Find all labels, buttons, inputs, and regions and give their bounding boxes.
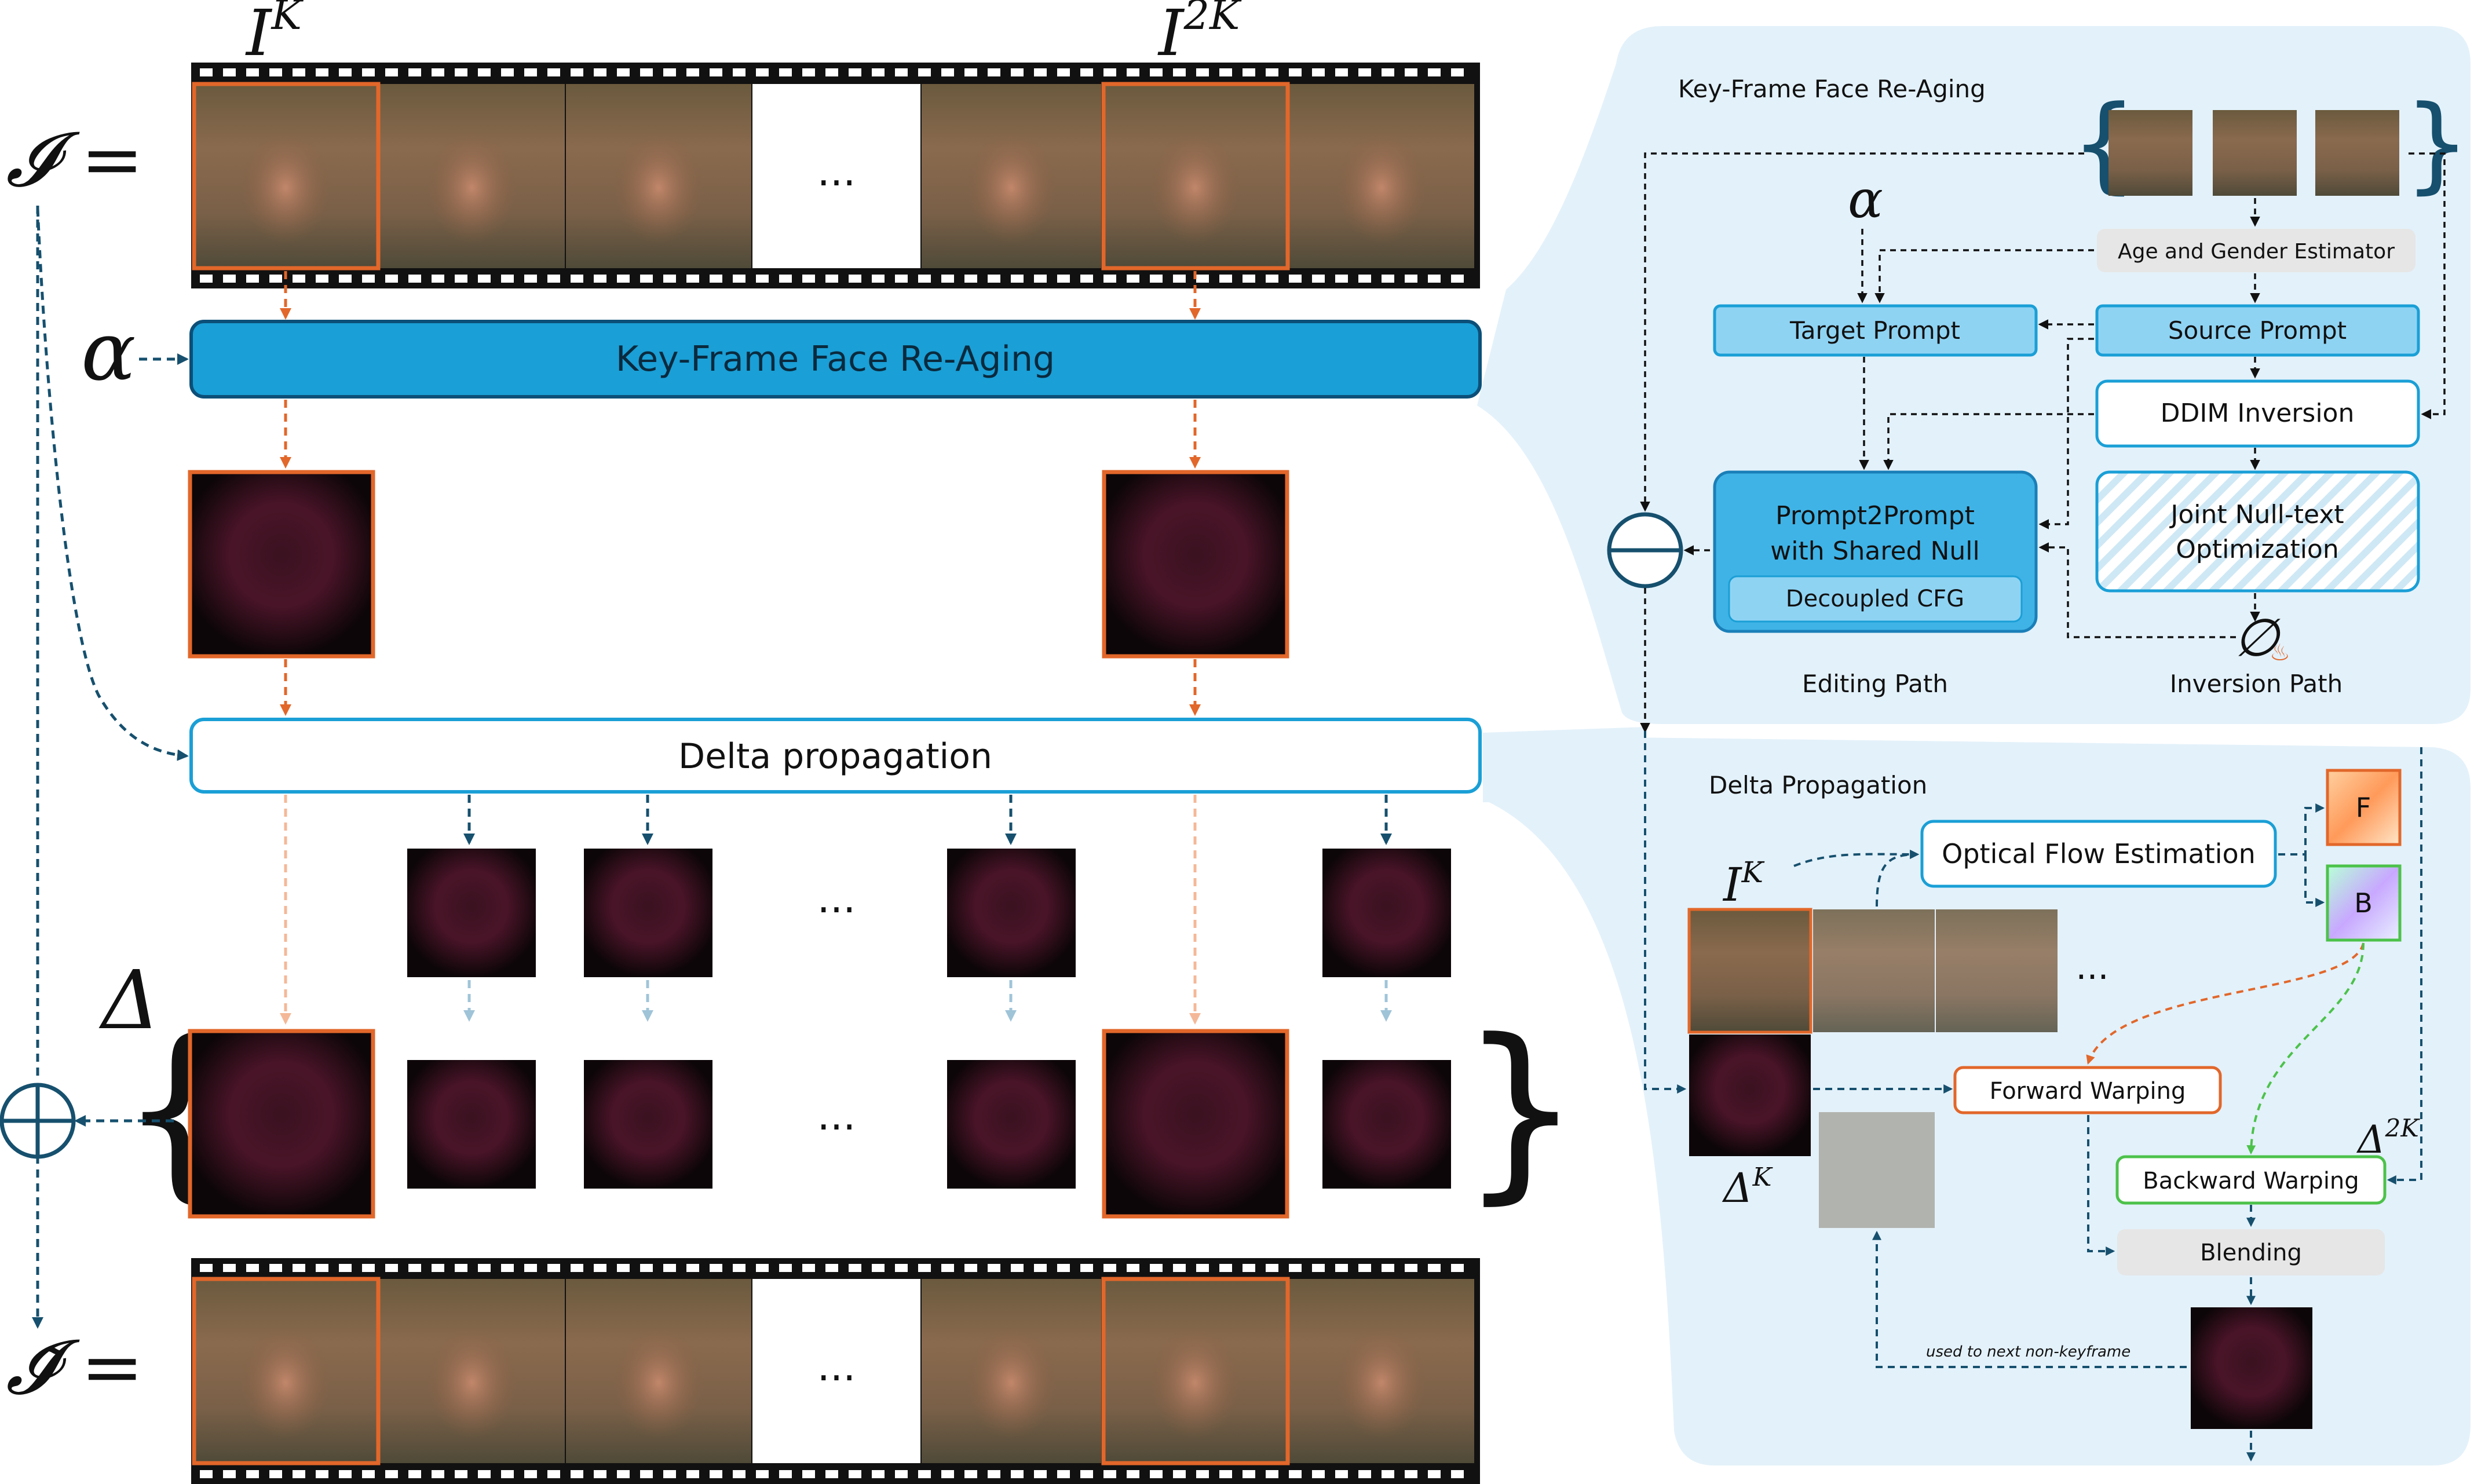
- keyframe-delta: [1102, 470, 1289, 659]
- age-gender-estimator: [2097, 229, 2415, 272]
- dp-panel-title: Delta Propagation: [1709, 771, 1927, 799]
- input-video-label: 𝓘 =: [6, 115, 144, 203]
- dp-panel-link: [1483, 727, 1645, 802]
- backward-flow-map: [2326, 864, 2402, 942]
- forward-warping-box: [1953, 1066, 2222, 1114]
- keyframe-highlight: [192, 1277, 381, 1465]
- delta-symbol: Δ: [98, 953, 160, 1048]
- backward-warping-box: [2115, 1155, 2387, 1205]
- inversion-path-label: Inversion Path: [2170, 670, 2343, 698]
- blending-label: Blending: [2200, 1240, 2302, 1266]
- propagated-delta: [947, 849, 1076, 977]
- keyframe-highlight: [1101, 1277, 1290, 1465]
- output-film-strip: ...: [191, 1258, 1480, 1484]
- delta-propagation-label: Delta propagation: [678, 736, 992, 777]
- dp-frame: [1936, 909, 2058, 1032]
- ddim-inversion-label: DDIM Inversion: [2161, 399, 2355, 428]
- prompt2prompt-label-2: with Shared Null: [1770, 536, 1979, 566]
- source-prompt-label: Source Prompt: [2168, 316, 2347, 345]
- delta-k-image: [1689, 1035, 1811, 1156]
- propagated-delta: [407, 849, 536, 977]
- delta-set-item: [407, 1060, 536, 1189]
- delta-set-item: [584, 1060, 712, 1189]
- joint-null-text-label-1: Joint Null-text: [2169, 500, 2344, 529]
- backward-flow-label: B: [2354, 887, 2373, 919]
- forward-flow-map: [2326, 769, 2402, 846]
- target-prompt-label: Target Prompt: [1789, 316, 1960, 345]
- alpha-symbol: α: [81, 305, 136, 399]
- optical-flow-box: [1920, 820, 2277, 888]
- age-gender-label: Age and Gender Estimator: [2118, 240, 2395, 264]
- kf-thumbnail: [2315, 110, 2399, 196]
- input-frame-gap: [752, 84, 920, 268]
- next-frame-note: used to next non-keyframe: [1926, 1343, 2131, 1361]
- kf-thumb-brace-right: }: [2404, 83, 2471, 204]
- ddim-inversion-box: [2095, 379, 2420, 448]
- output-frame-gap: [752, 1279, 920, 1463]
- reaging-block: [189, 320, 1482, 399]
- reaging-block-label: Key-Frame Face Re-Aging: [616, 339, 1055, 379]
- kf-thumbnail: [2213, 110, 2297, 196]
- delta-set-item: [1322, 1060, 1451, 1189]
- delta-set-item: [1102, 1029, 1289, 1219]
- decoupled-cfg-box: [1728, 575, 2023, 623]
- warped-delta-preview: [1819, 1112, 1935, 1228]
- delta-k-label: ΔK: [1722, 1163, 1773, 1212]
- target-prompt-box: [1713, 304, 2038, 357]
- kf-panel-title: Key-Frame Face Re-Aging: [1678, 75, 1986, 103]
- decoupled-cfg-label: Decoupled CFG: [1786, 586, 1964, 612]
- delta-propagation-block: [189, 718, 1482, 794]
- backward-warping-label: Backward Warping: [2143, 1168, 2359, 1194]
- output-video-label: 𝓘̃ =: [6, 1323, 144, 1411]
- dp-ik-label: IK: [1722, 856, 1765, 912]
- kf-alpha: α: [1848, 169, 1883, 230]
- delta-set-item: [947, 1060, 1076, 1189]
- keyframe-highlight: [1101, 82, 1290, 271]
- input-ellipsis: ...: [817, 148, 856, 195]
- propagated-delta: [1322, 849, 1451, 977]
- delta-set-item: [188, 1029, 375, 1219]
- editing-path-label: Editing Path: [1802, 670, 1948, 698]
- dp-frame-ellipsis: ...: [2075, 947, 2108, 988]
- output-ellipsis: ...: [817, 1343, 856, 1390]
- delta-set-ellipsis: ...: [817, 1092, 856, 1139]
- flame-icon: ♨: [2270, 639, 2290, 666]
- dp-frame: [1813, 909, 1935, 1032]
- delta-2k-label: Δ2K: [2356, 1114, 2420, 1162]
- optical-flow-label: Optical Flow Estimation: [1942, 838, 2256, 869]
- joint-null-text-box: [2095, 470, 2420, 593]
- prompt2prompt-label-1: Prompt2Prompt: [1775, 501, 1975, 531]
- key-frame-label-2: I2K: [1157, 0, 1242, 70]
- source-prompt-box: [2095, 304, 2420, 357]
- blending-box: [2117, 1229, 2385, 1275]
- dp-frame: [1687, 908, 1812, 1034]
- forward-flow-label: F: [2356, 792, 2371, 823]
- kf-thumbnail: [2108, 110, 2192, 196]
- delta-ellipsis: ...: [817, 875, 856, 922]
- keyframe-highlight: [192, 82, 381, 271]
- input-film-strip: ...: [191, 63, 1480, 288]
- keyframe-delta: [188, 470, 375, 659]
- forward-warping-label: Forward Warping: [1990, 1078, 2186, 1105]
- blended-delta-output: [2191, 1307, 2312, 1429]
- key-frame-label-1: IK: [245, 0, 304, 70]
- propagated-delta: [584, 849, 712, 977]
- delta-set-right-brace: }: [1460, 999, 1581, 1221]
- joint-null-text-label-2: Optimization: [2176, 535, 2338, 564]
